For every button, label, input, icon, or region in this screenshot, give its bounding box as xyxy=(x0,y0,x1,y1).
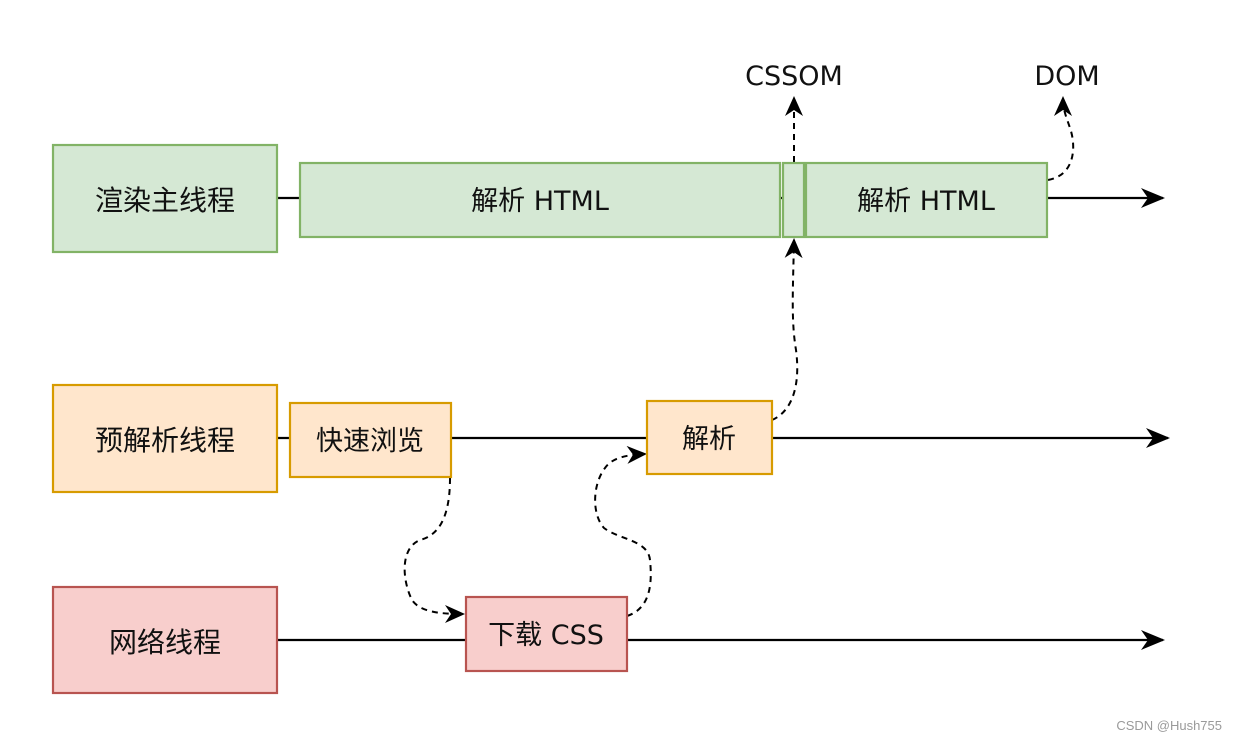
task-gap-block xyxy=(781,161,806,239)
connector-quickscan-to-download xyxy=(403,477,465,623)
task-download-css: 下载 CSS xyxy=(464,595,629,673)
task-parse-html-1-label: 解析 HTML xyxy=(471,186,609,217)
render-thread-label-box: 渲染主线程 xyxy=(51,143,279,254)
task-parse-html-2: 解析 HTML xyxy=(804,161,1049,239)
connector-parse-to-render xyxy=(771,238,803,421)
network-thread-label-box: 网络线程 xyxy=(51,585,279,695)
task-quick-scan-label: 快速浏览 xyxy=(316,426,424,457)
preparse-thread-label-box: 预解析线程 xyxy=(51,383,279,494)
output-dom-label: DOM xyxy=(1034,61,1099,92)
connector-download-to-parse xyxy=(594,445,652,617)
task-parse-label: 解析 xyxy=(682,424,736,455)
task-quick-scan: 快速浏览 xyxy=(288,401,453,479)
task-parse: 解析 xyxy=(645,399,774,476)
connector-render-to-dom xyxy=(1047,96,1075,181)
render-thread-label: 渲染主线程 xyxy=(95,184,235,217)
output-cssom-label: CSSOM xyxy=(745,61,843,92)
task-download-css-label: 下载 CSS xyxy=(488,620,604,651)
preparse-thread-label: 预解析线程 xyxy=(95,424,235,457)
watermark-text: CSDN @Hush755 xyxy=(1116,718,1222,733)
task-parse-html-2-label: 解析 HTML xyxy=(857,186,995,217)
task-parse-html-1: 解析 HTML xyxy=(298,161,782,239)
network-thread-label: 网络线程 xyxy=(109,626,221,659)
